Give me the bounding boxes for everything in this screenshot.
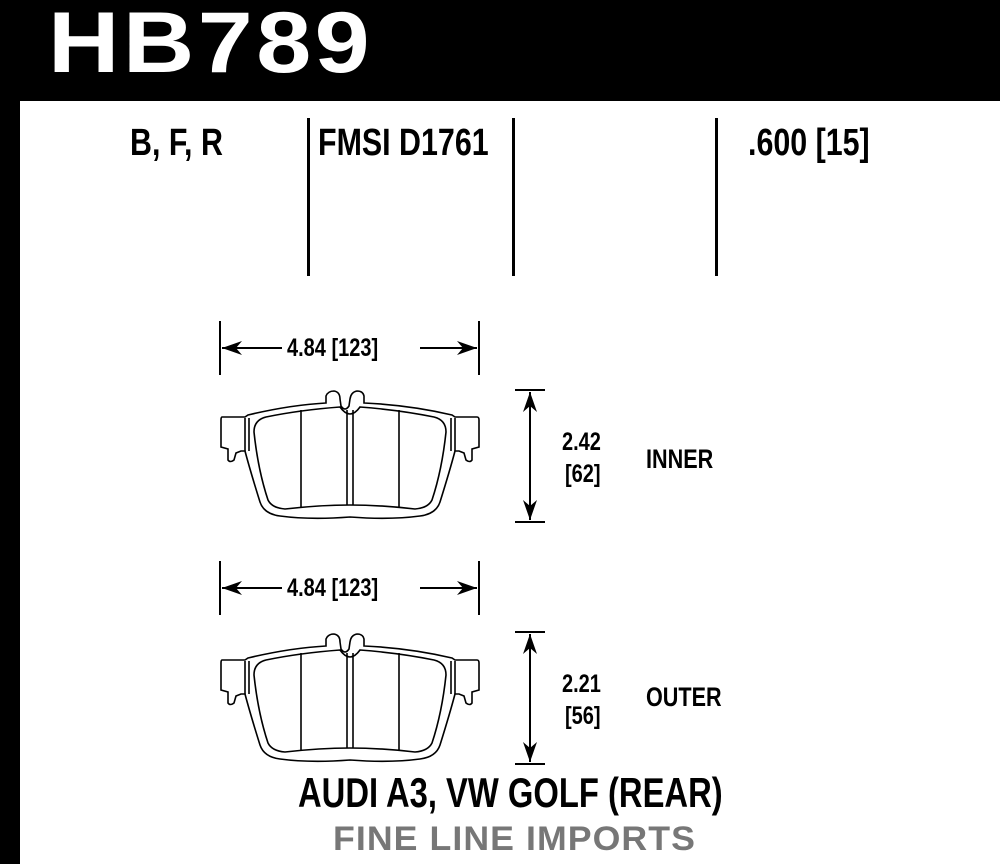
pad-friction-material	[253, 649, 447, 753]
inner-height-in: 2.42	[562, 428, 601, 456]
outer-width-dimension: 4.84 [123]	[287, 574, 379, 602]
application-title: AUDI A3, VW GOLF (REAR)	[298, 769, 723, 816]
pad-backplate	[220, 390, 480, 520]
outer-pad-outline	[220, 633, 480, 763]
watermark: FINE LINE IMPORTS	[333, 820, 696, 858]
compounds: B, F, R	[130, 122, 223, 164]
divider	[307, 118, 310, 276]
dimension-lines	[219, 321, 545, 765]
inner-height-mm: [62]	[565, 460, 601, 488]
header-banner	[0, 0, 1000, 101]
outer-height-mm: [56]	[565, 702, 601, 730]
inner-label: INNER	[646, 444, 714, 474]
outer-height-in: 2.21	[562, 670, 601, 698]
pad-friction-material	[253, 406, 447, 510]
thickness: .600 [15]	[748, 122, 870, 164]
outer-label: OUTER	[646, 682, 722, 712]
fmsi-number: FMSI D1761	[318, 122, 489, 164]
inner-pad-outline	[220, 390, 480, 520]
left-frame-bar	[0, 0, 20, 864]
divider	[512, 118, 515, 276]
divider	[715, 118, 718, 276]
inner-width-dimension: 4.84 [123]	[287, 334, 379, 362]
part-number: HB789	[48, 0, 374, 91]
pad-backplate	[220, 633, 480, 763]
